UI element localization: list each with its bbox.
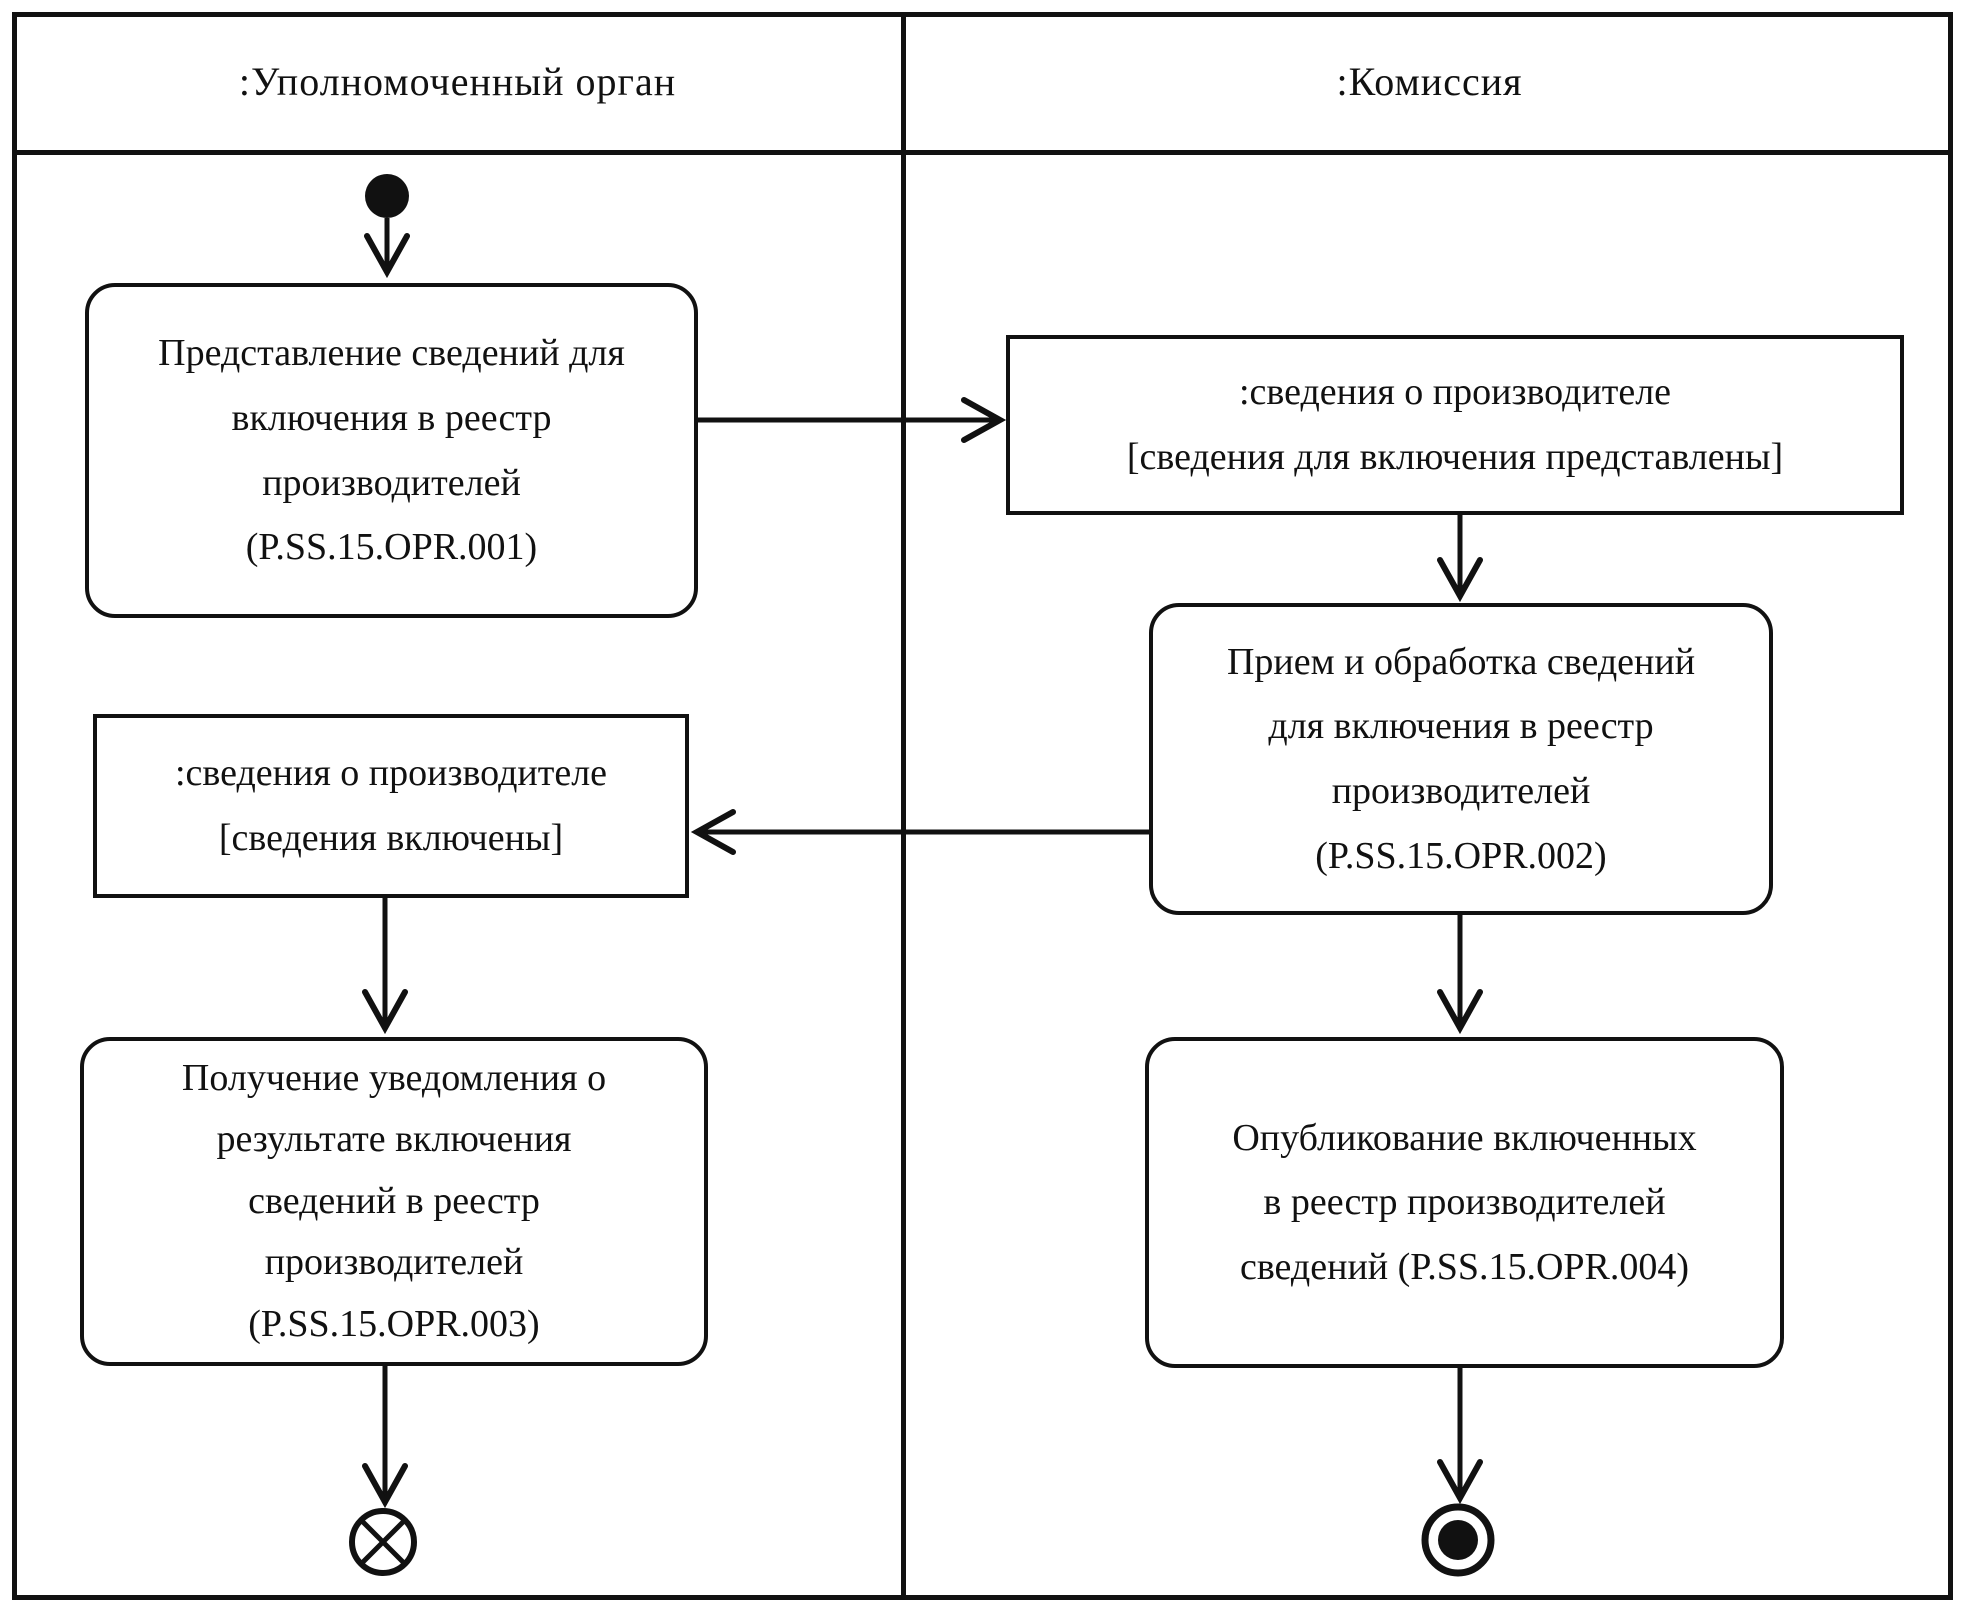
object-node-info-included: :сведения о производителе [сведения вклю… <box>93 714 689 898</box>
action-node-opr003: Получение уведомления о результате включ… <box>80 1037 708 1366</box>
lane-title: :Комиссия <box>1336 58 1523 104</box>
action-node-label: Представление сведений для включения в р… <box>158 332 625 569</box>
lane-header-separator <box>12 150 1953 155</box>
lane-header-commission: :Комиссия <box>906 12 1953 150</box>
diagram-frame <box>12 12 1953 1600</box>
object-node-info-submitted: :сведения о производителе [сведения для … <box>1006 335 1904 515</box>
lane-title: :Уполномоченный орган <box>238 58 677 104</box>
lane-header-authorized-body: :Уполномоченный орган <box>12 12 903 150</box>
action-node-opr004: Опубликование включенных в реестр произв… <box>1145 1037 1784 1368</box>
lane-divider <box>901 12 906 1600</box>
action-node-label: Прием и обработка сведений для включения… <box>1226 640 1696 877</box>
action-node-opr001: Представление сведений для включения в р… <box>85 283 698 618</box>
action-node-label: Опубликование включенных в реестр произв… <box>1232 1116 1697 1288</box>
object-node-label: :сведения о производителе [сведения для … <box>1126 371 1784 478</box>
object-node-label: :сведения о производителе [сведения вклю… <box>174 752 608 859</box>
action-node-opr002: Прием и обработка сведений для включения… <box>1149 603 1773 915</box>
action-node-label: Получение уведомления о результате включ… <box>181 1056 607 1345</box>
